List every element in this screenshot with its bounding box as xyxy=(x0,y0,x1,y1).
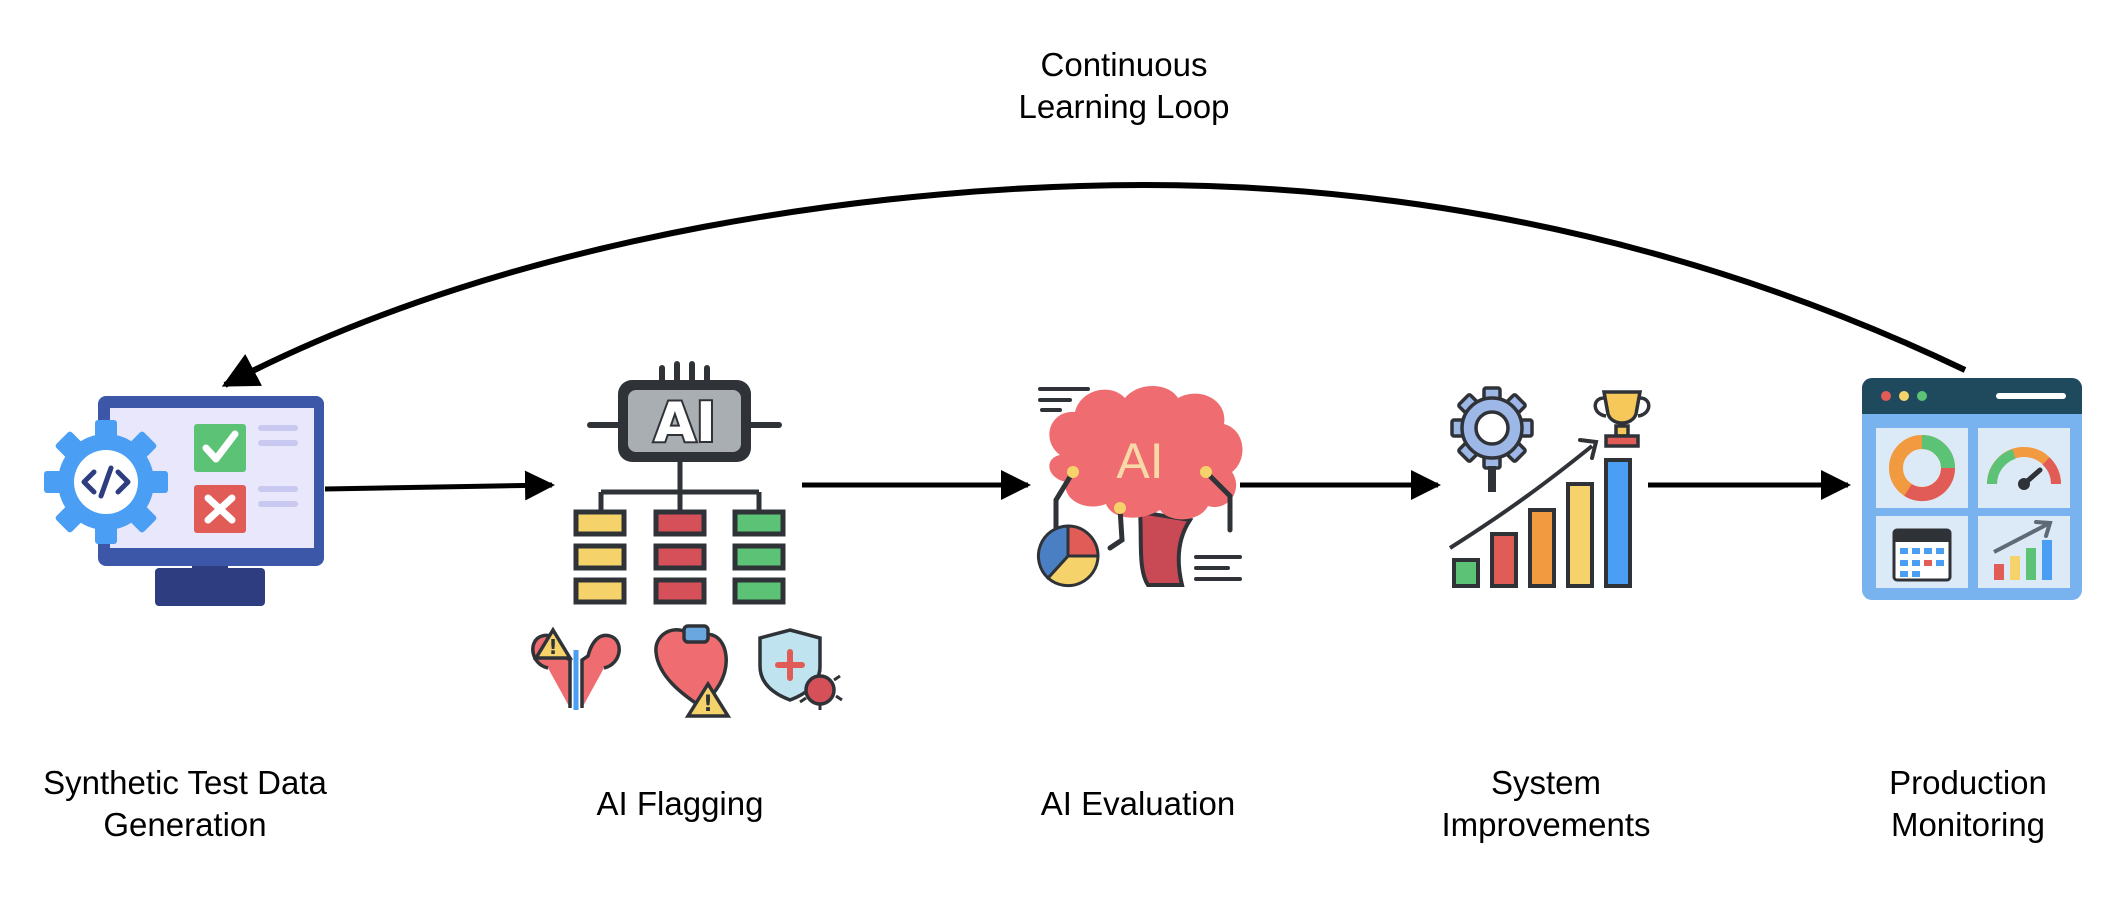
svg-text:AI: AI xyxy=(1116,433,1163,489)
stage-label-line: AI Evaluation xyxy=(1040,785,1236,822)
stage-label-flagging: AI Flagging xyxy=(597,783,764,825)
heart-warning-icon: ! xyxy=(654,624,732,718)
svg-text:AI: AI xyxy=(654,391,716,454)
loop-label-line-1: Continuous xyxy=(1040,46,1208,83)
monitor-gear-checklist-icon xyxy=(44,396,324,606)
stage-label-monitoring: Production Monitoring xyxy=(1889,762,2047,846)
svg-text:!: ! xyxy=(548,635,557,659)
loop-label: Continuous Learning Loop xyxy=(1018,44,1229,128)
kidney-warning-icon: ! xyxy=(531,626,621,710)
stage-label-line: Monitoring xyxy=(1890,806,2046,843)
stage-label-improvements: System Improvements xyxy=(1441,762,1650,846)
growth-bar-chart-trophy-icon xyxy=(1448,386,1651,588)
stage-label-evaluation: AI Evaluation xyxy=(1041,783,1235,825)
flow-arrow-1 xyxy=(324,470,555,501)
loop-label-line-2: Learning Loop xyxy=(1018,88,1230,125)
stage-label-line: AI Flagging xyxy=(596,785,764,822)
stage-label-line: Production xyxy=(1889,764,2047,801)
ai-brain-icon: AI xyxy=(1036,386,1243,588)
stage-label-line: Improvements xyxy=(1441,806,1651,843)
stage-label-line: Synthetic Test Data xyxy=(43,764,327,801)
shield-virus-icon xyxy=(758,628,843,710)
dashboard-window-icon xyxy=(1862,378,2082,600)
stage-label-synthetic: Synthetic Test Data Generation xyxy=(43,762,327,846)
continuous-loop-arrow xyxy=(221,181,1967,388)
stage-label-line: System xyxy=(1490,764,1602,801)
svg-text:!: ! xyxy=(703,692,713,717)
stage-label-line: Generation xyxy=(103,806,267,843)
ai-chip-hierarchy-icon: AI xyxy=(531,361,843,718)
